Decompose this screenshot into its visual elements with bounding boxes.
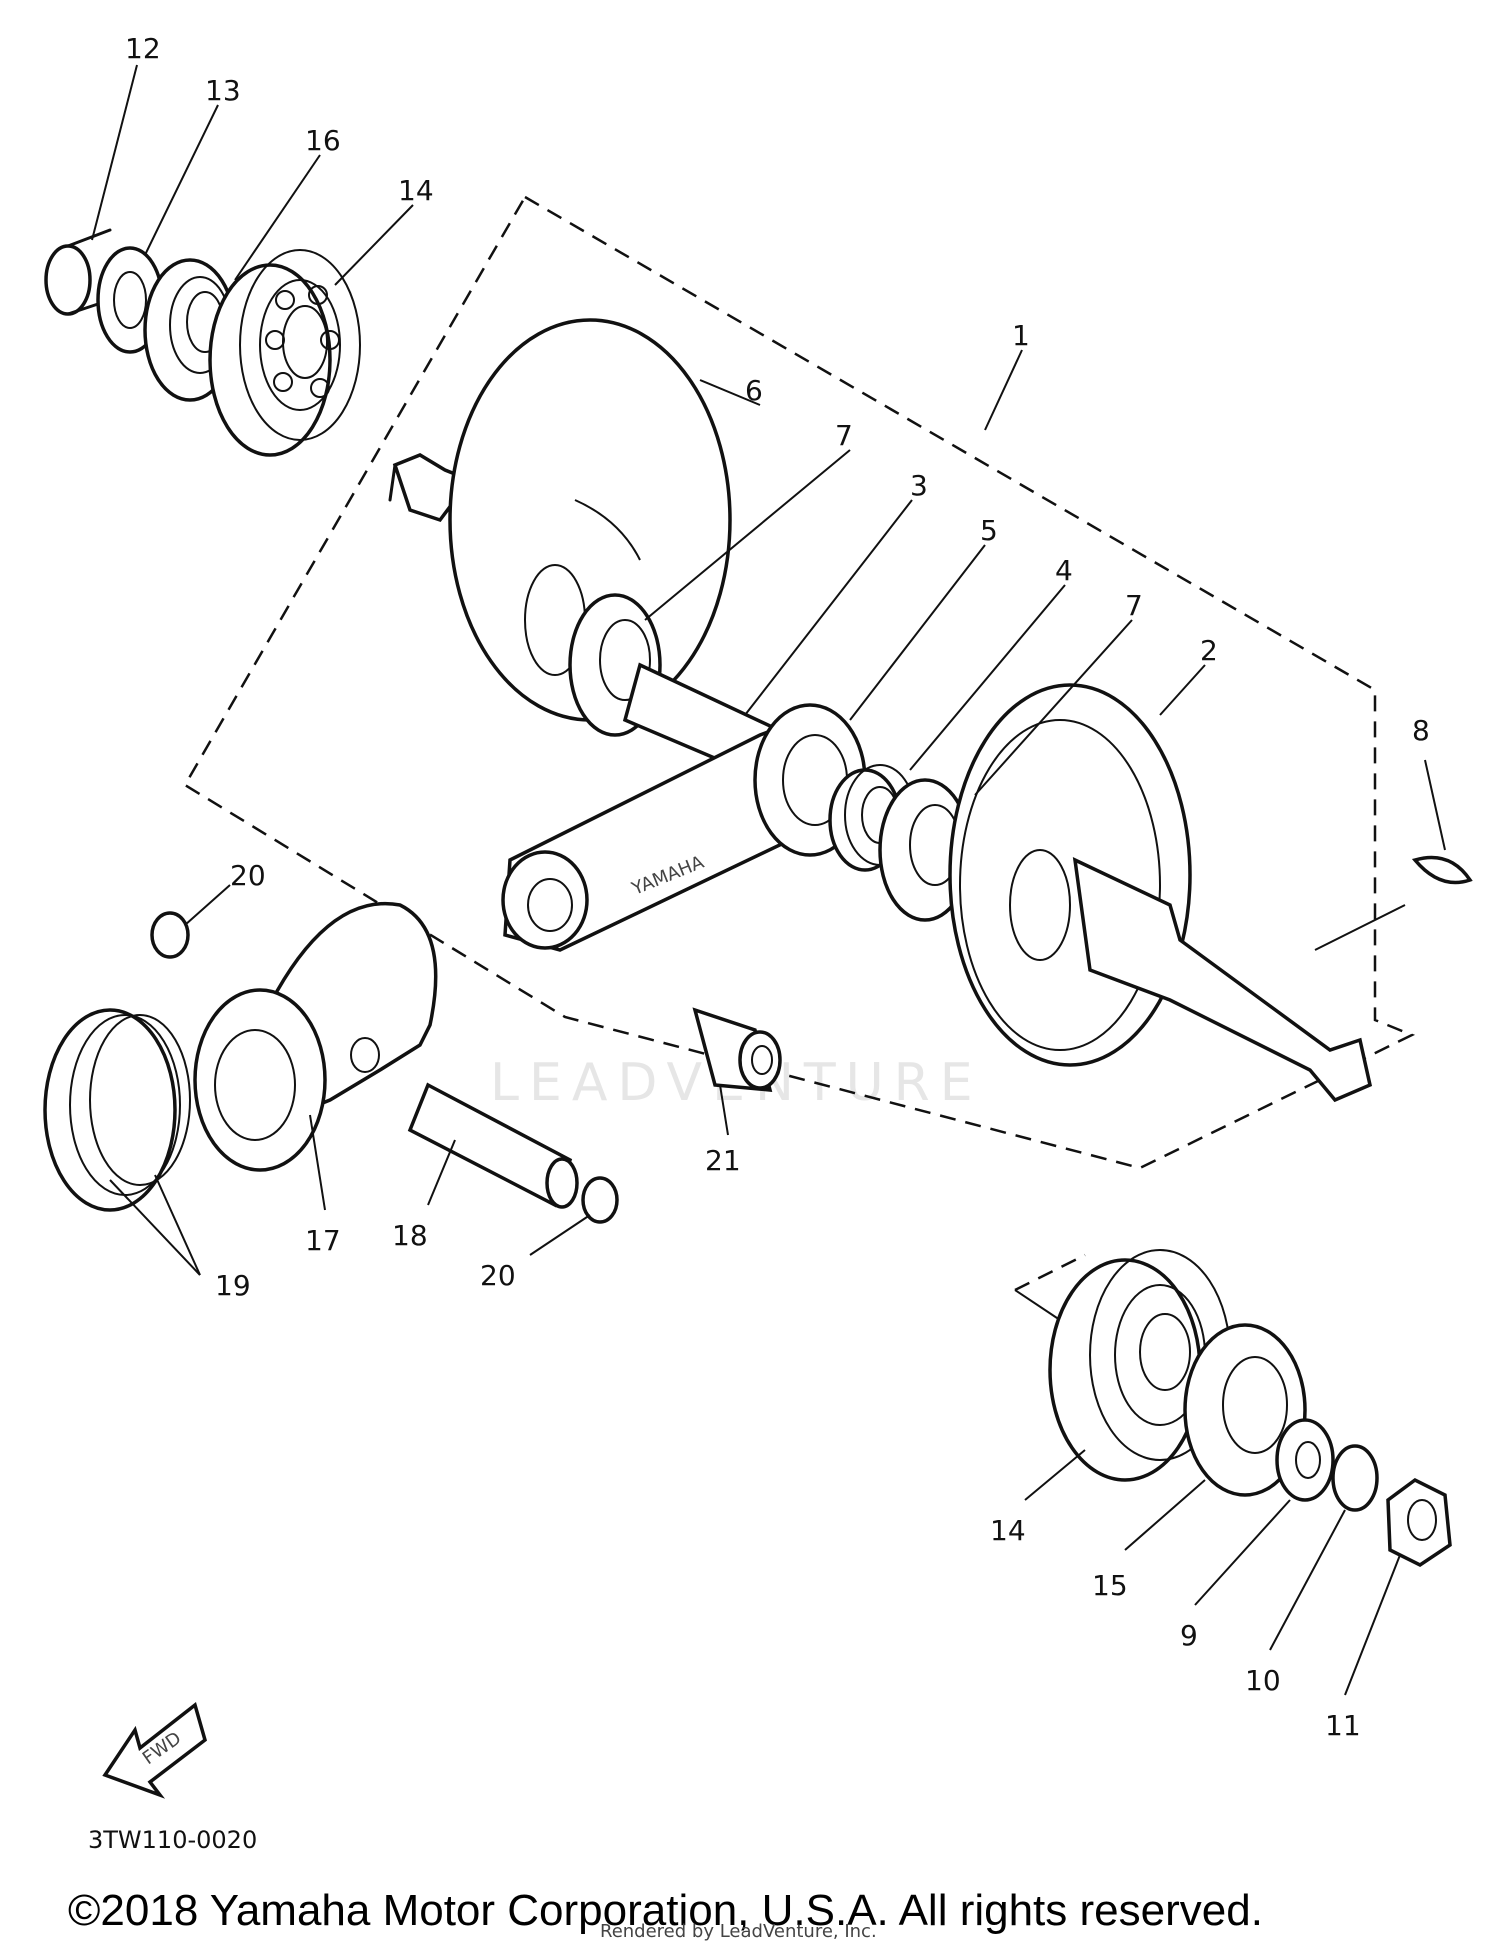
diagram-code: 3TW110-0020	[88, 1826, 257, 1854]
callout-17: 17	[305, 1224, 341, 1257]
crank-half-2	[948, 683, 1373, 1103]
callout-13: 13	[205, 74, 241, 107]
callout-18: 18	[392, 1219, 428, 1252]
callout-21: 21	[705, 1144, 741, 1177]
callout-9: 9	[1180, 1619, 1198, 1652]
callout-12: 12	[125, 32, 161, 65]
crank-half-6	[388, 318, 732, 722]
callout-7-right: 7	[1125, 589, 1143, 622]
nut-11	[1386, 1477, 1452, 1568]
fwd-arrow-icon: FWD	[102, 1702, 208, 1799]
callout-16: 16	[305, 124, 341, 157]
oil-seal-12	[44, 228, 112, 316]
bearing-group-outline	[1014, 1253, 1086, 1292]
callout-14-top: 14	[398, 174, 434, 207]
callout-2: 2	[1200, 634, 1218, 667]
callout-14-bottom: 14	[990, 1514, 1026, 1547]
callout-4: 4	[1055, 554, 1073, 587]
callout-numbers: 12 13 16 14 6 7 3 5 4 7 2 8 1 20 17 18 2…	[125, 32, 1430, 1742]
woodruff-key-8	[1411, 855, 1473, 885]
circlip-20-upper	[150, 911, 190, 959]
callout-19: 19	[215, 1269, 251, 1302]
lock-washer-10	[1331, 1444, 1379, 1512]
callout-15: 15	[1092, 1569, 1128, 1602]
callout-6: 6	[745, 374, 763, 407]
rendered-by: Rendered by LeadVenture, Inc.	[600, 1921, 877, 1942]
callout-8: 8	[1412, 714, 1430, 747]
oil-seal-15	[1183, 1323, 1307, 1497]
bearing-14-left	[208, 249, 361, 457]
callout-20-upper: 20	[230, 859, 266, 892]
piston-17	[193, 902, 438, 1172]
callout-7-left: 7	[835, 419, 853, 452]
callout-1: 1	[1012, 319, 1030, 352]
callout-5: 5	[980, 514, 998, 547]
callout-3: 3	[910, 469, 928, 502]
leader-lines	[91, 64, 1446, 1696]
callout-10: 10	[1245, 1664, 1281, 1697]
piston-rings-19	[43, 1008, 191, 1212]
callout-11: 11	[1325, 1709, 1361, 1742]
small-end-bearing-21	[692, 1007, 782, 1092]
callout-20-lower: 20	[480, 1259, 516, 1292]
washer-9	[1275, 1418, 1335, 1502]
circlip-20-lower	[581, 1176, 619, 1224]
copyright-notice: ©2018 Yamaha Motor Corporation, U.S.A. A…	[68, 1886, 1263, 1935]
piston-pin-18	[407, 1082, 579, 1209]
